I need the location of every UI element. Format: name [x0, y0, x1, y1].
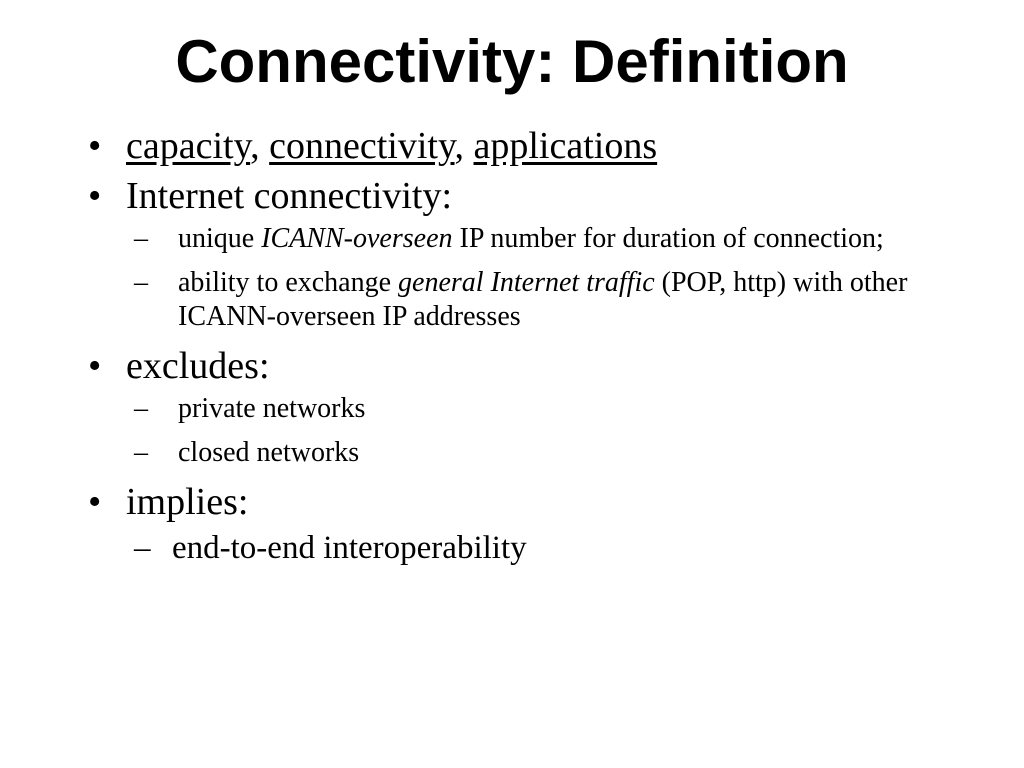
sub-item: – closed networks	[134, 436, 928, 470]
sub-text-emphasis: general Internet traffic	[398, 267, 655, 298]
sub-text: closed networks	[178, 437, 360, 468]
bullet-marker: •	[88, 345, 102, 387]
separator: ,	[250, 125, 270, 167]
sub-list: – unique ICANN-overseen IP number for du…	[126, 222, 968, 334]
bullet-item: • implies: – end-to-end interoperability	[88, 480, 968, 568]
dash-marker: –	[134, 393, 148, 424]
sub-item: – end-to-end interoperability	[134, 528, 922, 568]
separator: ,	[454, 125, 474, 167]
sub-item: – unique ICANN-overseen IP number for du…	[134, 222, 928, 256]
sub-item: – private networks	[134, 392, 928, 426]
bullet-item: • capacity, connectivity, applications	[88, 124, 968, 168]
slide-title: Connectivity: Definition	[175, 28, 849, 95]
sub-list: – private networks – closed networks	[126, 392, 968, 470]
sub-text: private networks	[178, 393, 366, 424]
sub-text-post: IP number for duration of connection;	[452, 223, 884, 254]
sub-list: – end-to-end interoperability	[126, 528, 968, 568]
bullet-marker: •	[88, 125, 102, 167]
dash-marker: –	[134, 223, 148, 254]
connectivity-link[interactable]: connectivity	[269, 125, 455, 167]
bullet-marker: •	[88, 481, 102, 523]
sub-text-emphasis: ICANN-overseen	[261, 223, 453, 254]
bullet-list: • capacity, connectivity, applications •…	[88, 118, 968, 578]
sub-text-pre: ability to exchange	[178, 267, 399, 298]
capacity-link[interactable]: capacity	[126, 125, 251, 167]
bullet-text: Internet connectivity:	[126, 175, 453, 217]
bullet-marker: •	[88, 175, 102, 217]
dash-marker: –	[134, 437, 148, 468]
dash-marker: –	[134, 267, 148, 298]
sub-item: – ability to exchange general Internet t…	[134, 266, 928, 334]
bullet-text: implies:	[126, 481, 249, 523]
sub-text-pre: unique	[178, 223, 262, 254]
bullet-text: excludes:	[126, 345, 270, 387]
sub-text-post: (POP, http) with other ICANN-overseen IP…	[178, 267, 908, 332]
dash-marker: –	[134, 530, 151, 566]
bullet-item: • excludes: – private networks – closed …	[88, 344, 968, 470]
bullet-item: • Internet connectivity: – unique ICANN-…	[88, 174, 968, 334]
sub-text: end-to-end interoperability	[172, 530, 527, 566]
applications-link[interactable]: applications	[473, 125, 658, 167]
